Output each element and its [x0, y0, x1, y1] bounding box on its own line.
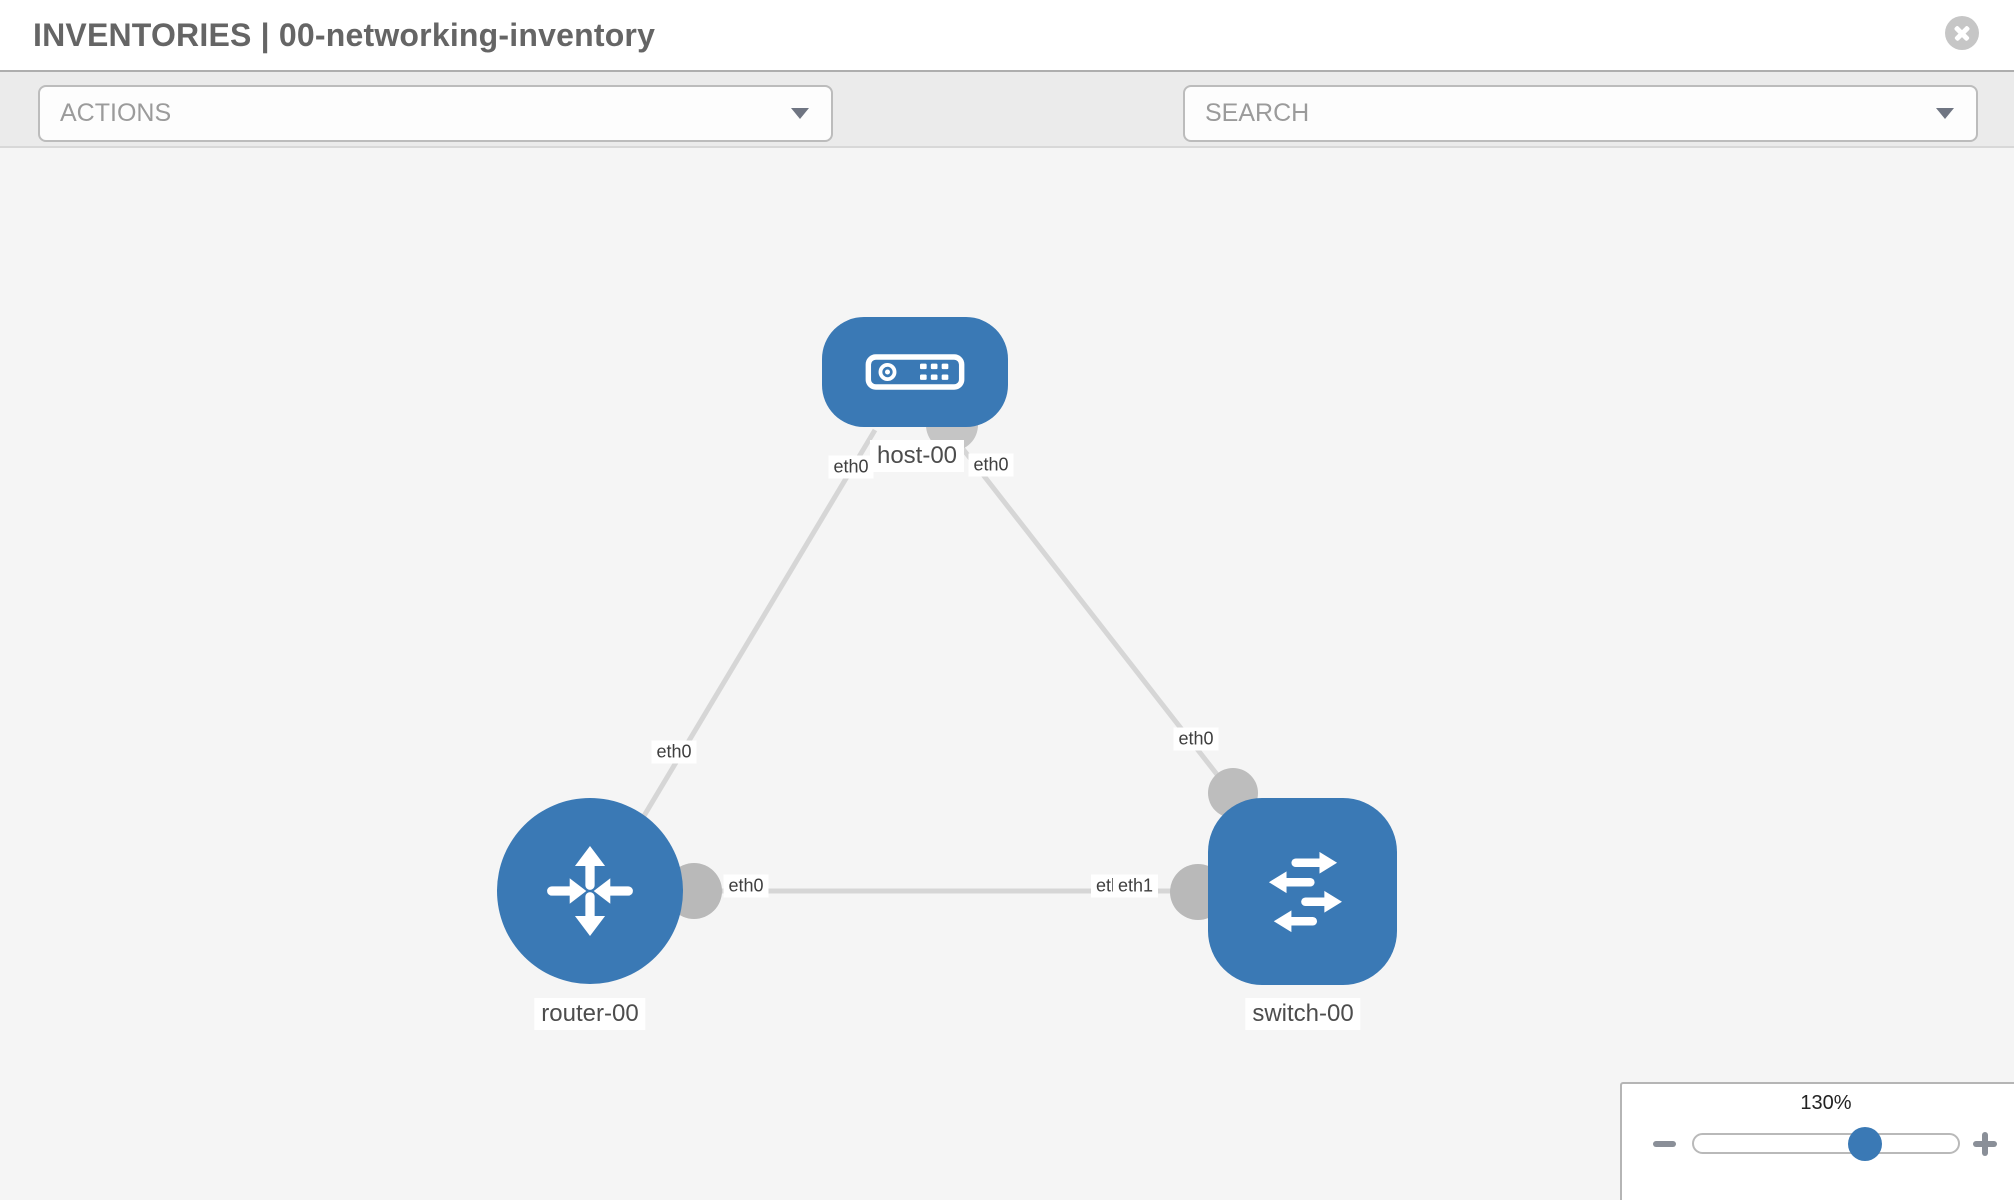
plus-icon	[1982, 1132, 1988, 1156]
chevron-down-icon	[791, 108, 809, 119]
zoom-in-button[interactable]	[1973, 1132, 1997, 1156]
iface-label-host-left: eth0	[828, 455, 874, 479]
page-title: INVENTORIES | 00-networking-inventory	[33, 17, 656, 53]
topology-links-layer	[590, 399, 1300, 920]
iface-label-mid-switch-front: eth1	[1113, 874, 1159, 898]
zoom-slider-knob[interactable]	[1848, 1127, 1882, 1161]
zoom-level-label: 130%	[1800, 1092, 1852, 1114]
toolbar: ACTIONS SEARCH	[0, 70, 2014, 203]
close-button[interactable]	[1945, 16, 1979, 50]
search-dropdown[interactable]: SEARCH	[1183, 85, 1978, 142]
topology-canvas[interactable]: host-00 router-00 switch-00 eth0 eth0 et…	[0, 148, 2014, 1200]
node-label-host: host-00	[869, 440, 965, 472]
iface-label-switch-top: eth0	[1173, 727, 1219, 751]
iface-label-router-top: eth0	[651, 740, 697, 764]
link-host-router[interactable]	[605, 428, 878, 878]
iface-label-host-right: eth0	[968, 453, 1014, 477]
node-host-00[interactable]	[822, 317, 1008, 427]
node-label-switch: switch-00	[1245, 998, 1361, 1030]
iface-label-mid-router-side: eth0	[723, 874, 769, 898]
host-icon	[865, 354, 965, 390]
node-label-router: router-00	[534, 998, 646, 1030]
search-dropdown-label: SEARCH	[1205, 99, 1310, 127]
chevron-down-icon	[1936, 108, 1954, 119]
page-header: INVENTORIES | 00-networking-inventory	[0, 0, 2014, 70]
zoom-panel: 130%	[1620, 1082, 2014, 1200]
actions-dropdown[interactable]: ACTIONS	[38, 85, 833, 142]
switch-icon	[1268, 851, 1342, 932]
actions-dropdown-label: ACTIONS	[60, 99, 172, 127]
zoom-slider-track[interactable]	[1692, 1133, 1960, 1154]
router-icon	[547, 845, 633, 937]
node-switch-00[interactable]	[1208, 798, 1397, 985]
zoom-out-button[interactable]	[1653, 1141, 1676, 1147]
node-router-00[interactable]	[497, 798, 683, 984]
